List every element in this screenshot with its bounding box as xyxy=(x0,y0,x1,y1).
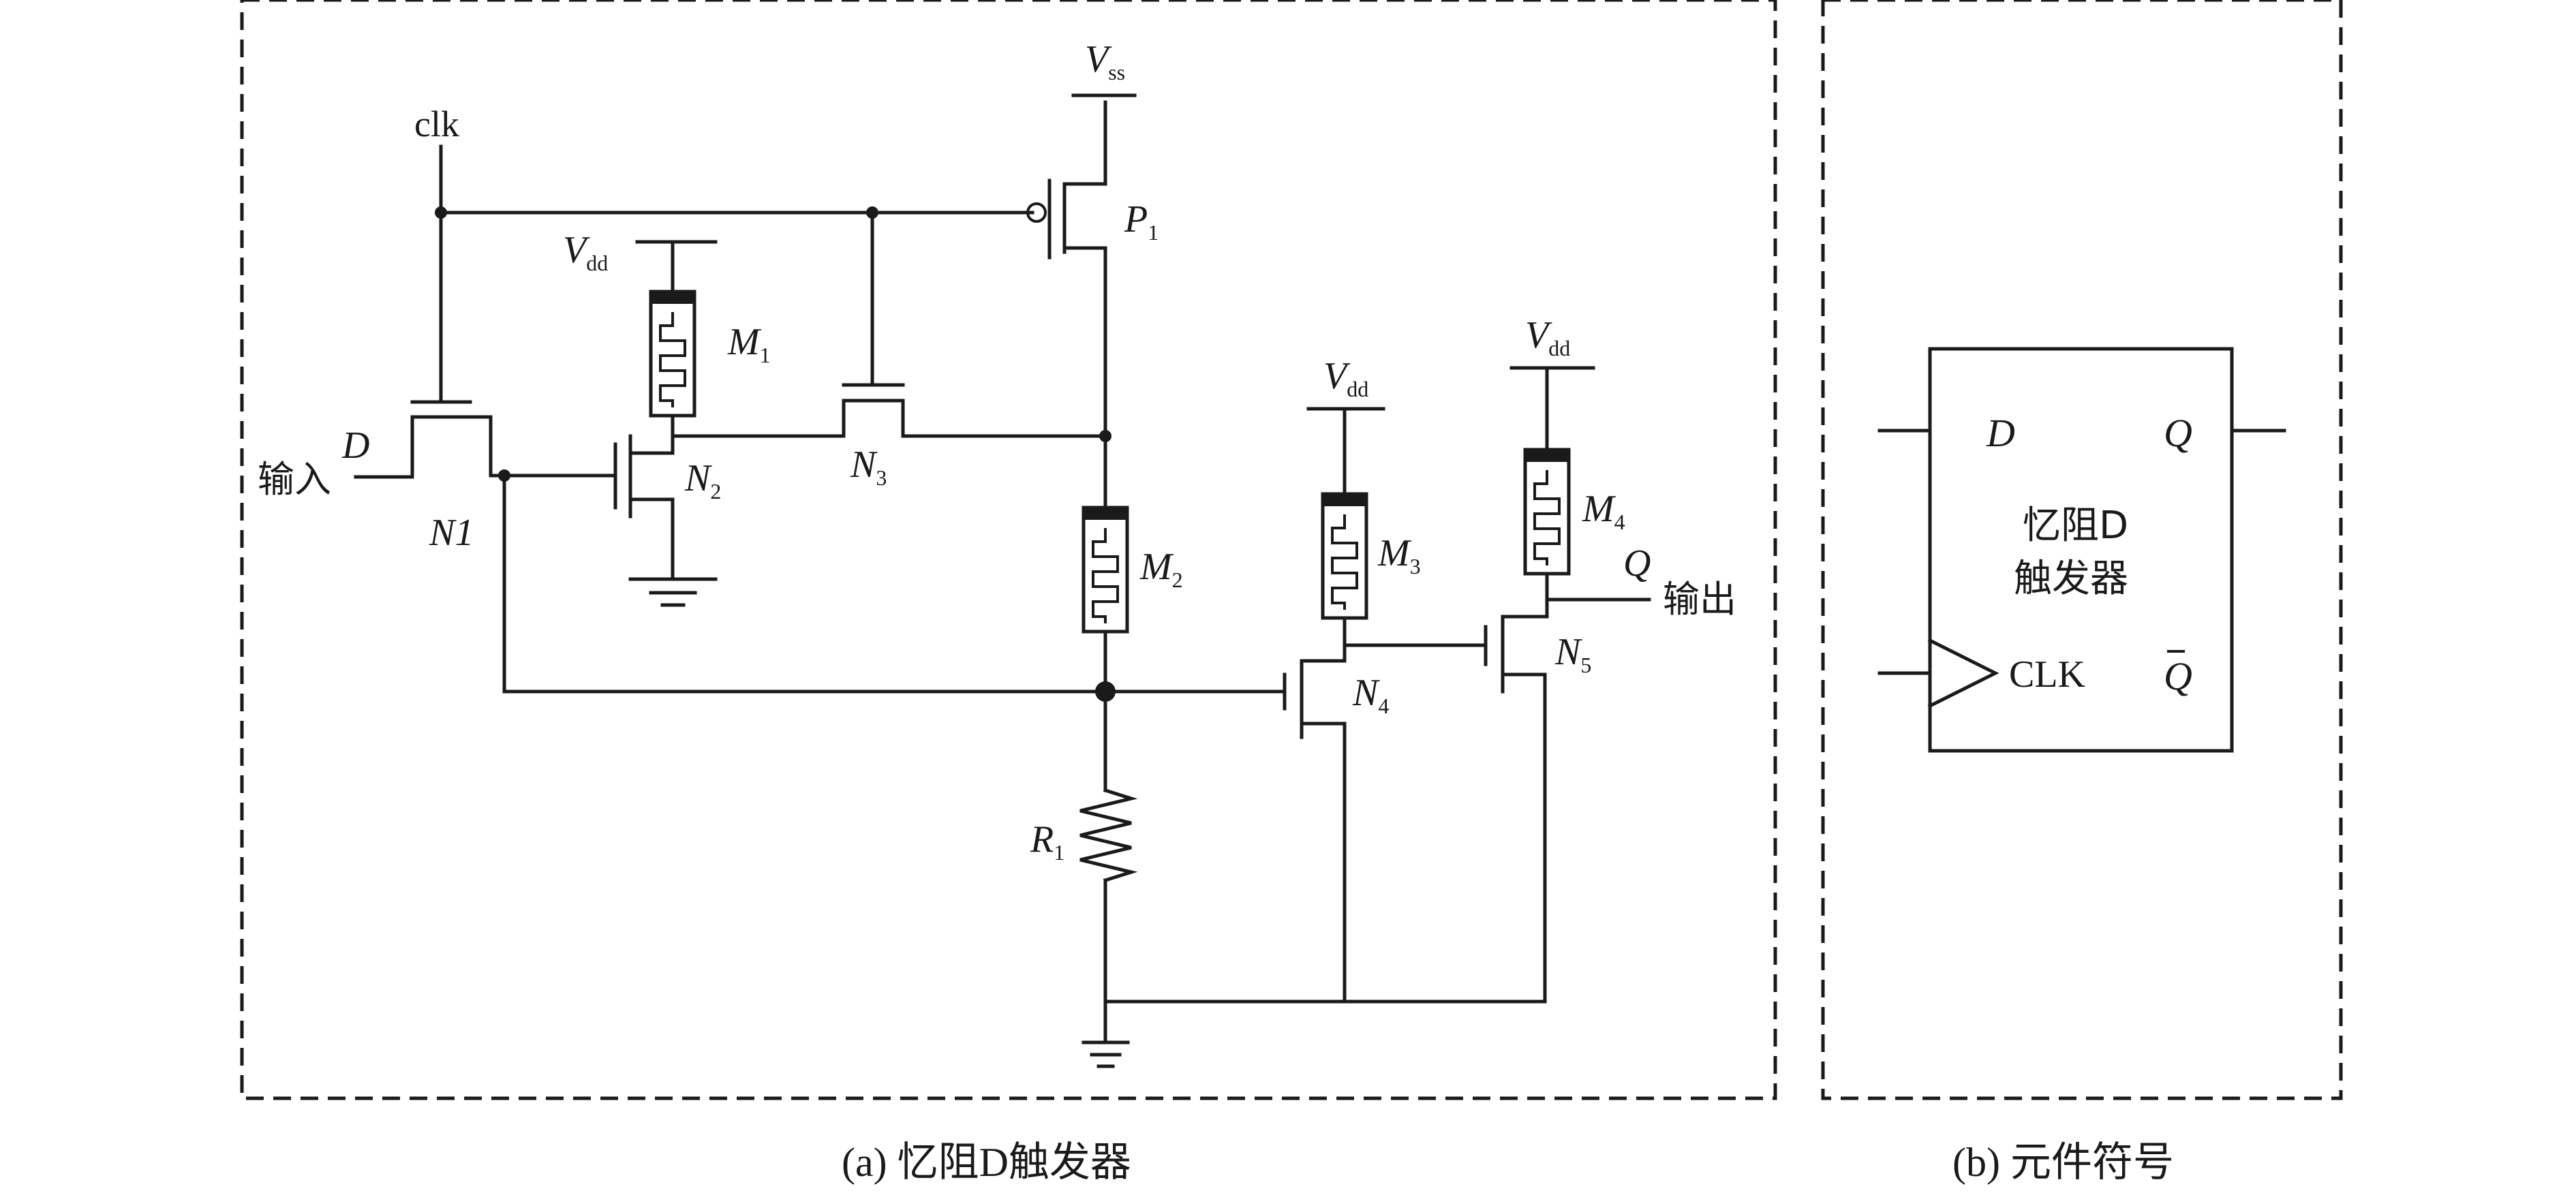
n3-gate-junction-dot xyxy=(866,206,878,219)
symbol-title-line2: 触发器 xyxy=(2014,557,2128,601)
input-label: 输入 xyxy=(258,458,331,501)
clk-junction-dot xyxy=(435,206,447,219)
vss-label: Vss xyxy=(1085,38,1125,84)
vdd-label-m4: Vdd xyxy=(1525,314,1570,360)
d-label: D xyxy=(341,424,369,467)
output-label: 输出 xyxy=(1663,578,1736,621)
panel-b-caption: (b) 元件符号 xyxy=(1952,1140,2174,1185)
n4-label: N4 xyxy=(1352,672,1389,718)
m2-branch: M2 xyxy=(1082,434,1183,694)
m1-branch: Vdd M1 N2 xyxy=(502,229,846,607)
symbol-q-label: Q xyxy=(2164,411,2192,455)
clk-net: clk xyxy=(414,104,1034,404)
m1-memristor xyxy=(649,290,696,418)
m3-n4-branch: Vdd M3 N4 xyxy=(1283,355,1488,1004)
m2-memristor xyxy=(1082,506,1129,634)
m4-label: M4 xyxy=(1582,488,1625,534)
panel-a: clk Vss P1 Vdd M1 xyxy=(240,0,1777,1185)
n3-label: N3 xyxy=(850,444,887,490)
symbol-qbar-label: Q xyxy=(2164,654,2192,698)
p1-label: P1 xyxy=(1124,198,1159,245)
p1-transistor: Vss P1 xyxy=(1026,38,1159,438)
m1-label: M1 xyxy=(727,321,771,367)
n3-transistor: N3 xyxy=(842,383,1107,490)
n1-transistor: D 输入 N1 xyxy=(258,400,510,694)
n1-label: N1 xyxy=(429,512,474,554)
m4-n5-branch: Vdd M4 N5 Q 输出 xyxy=(1484,314,1736,1004)
n5-label: N5 xyxy=(1554,631,1591,677)
main-node-wire xyxy=(502,681,1287,702)
vdd-label-m1: Vdd xyxy=(563,229,608,275)
clk-label: clk xyxy=(414,104,459,144)
r1-label: R1 xyxy=(1030,818,1064,865)
p1-gate-bubble xyxy=(1026,202,1047,223)
ground-bus xyxy=(1082,1000,1547,1068)
symbol-d-label: D xyxy=(1986,411,2015,455)
m4-memristor xyxy=(1523,448,1571,576)
r1-resistor: R1 xyxy=(1030,690,1138,1044)
panel-a-caption: (a) 忆阻D触发器 xyxy=(842,1140,1131,1185)
panel-b-frame xyxy=(1821,0,2343,1100)
q-output-label: Q xyxy=(1623,542,1651,585)
symbol-title-line1: 忆阻D xyxy=(2023,503,2128,548)
m3-memristor xyxy=(1321,492,1368,620)
n2-label: N2 xyxy=(684,457,721,503)
m3-label: M3 xyxy=(1377,532,1421,578)
flipflop-symbol-box xyxy=(1928,347,2234,753)
m2-label: M2 xyxy=(1139,546,1183,592)
symbol-clk-label: CLK xyxy=(2009,653,2085,696)
vdd-label-m3: Vdd xyxy=(1323,355,1368,401)
panel-a-frame xyxy=(240,0,1777,1100)
panel-b: D Q 忆阻D 触发器 CLK Q (b) 元件符号 xyxy=(1821,0,2343,1185)
n1-output-junction-dot xyxy=(498,469,510,482)
